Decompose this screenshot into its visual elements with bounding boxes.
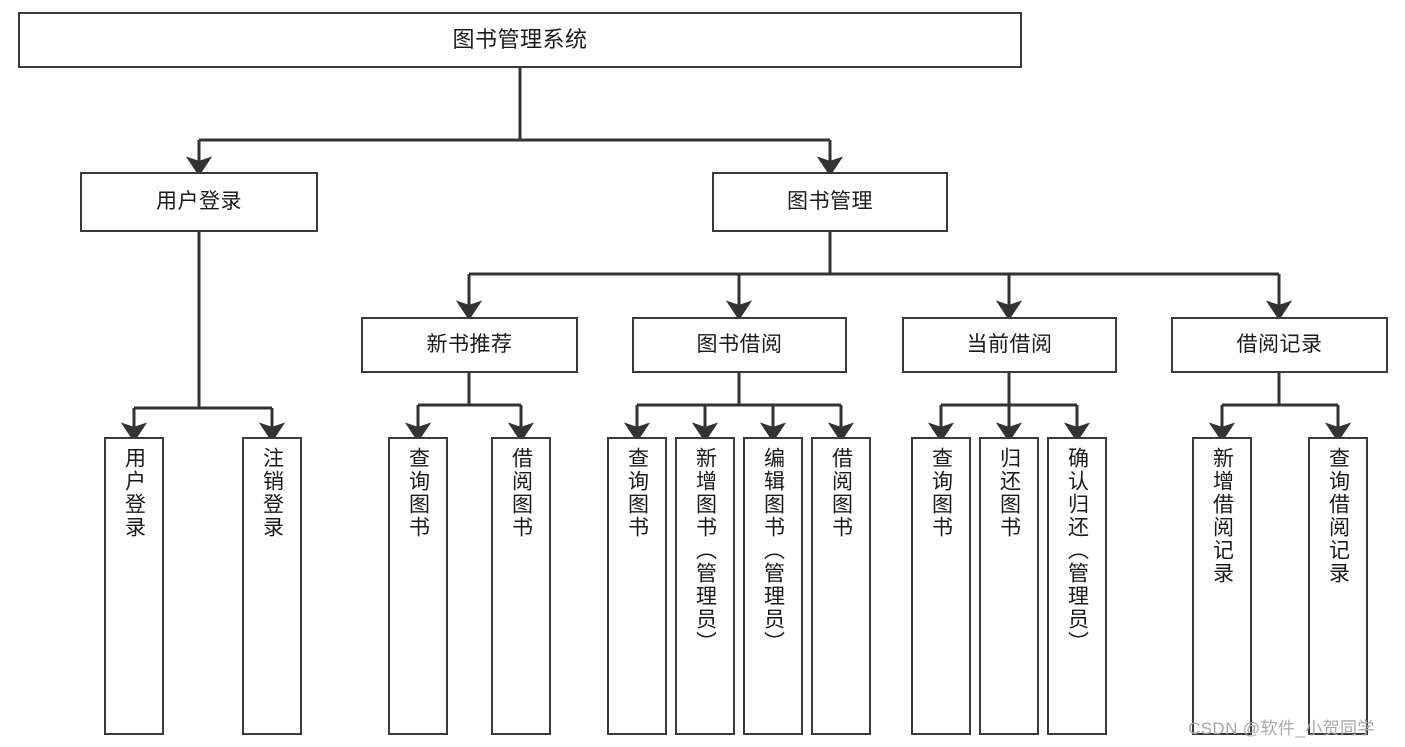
node-label: 图书管理 bbox=[787, 189, 873, 213]
node-label: 图书借阅 bbox=[696, 332, 783, 356]
leaf-query-book-borrow[interactable]: 查询图书 bbox=[607, 437, 667, 735]
node-borrowing-record[interactable]: 借阅记录 bbox=[1171, 317, 1388, 373]
node-label: 用户登录 bbox=[156, 189, 242, 213]
node-book-management[interactable]: 图书管理 bbox=[712, 172, 948, 232]
node-label: 新增借阅记录 bbox=[1210, 447, 1234, 585]
node-book-borrowing[interactable]: 图书借阅 bbox=[632, 317, 847, 373]
leaf-borrow-book[interactable]: 借阅图书 bbox=[811, 437, 871, 735]
node-label: 借阅图书 bbox=[829, 447, 853, 539]
node-label: 新书推荐 bbox=[426, 332, 513, 356]
node-label: 查询图书 bbox=[406, 447, 430, 539]
node-label: 当前借阅 bbox=[966, 332, 1053, 356]
leaf-confirm-return-admin[interactable]: 确认归还（管理员） bbox=[1047, 437, 1107, 735]
leaf-query-borrow-record[interactable]: 查询借阅记录 bbox=[1308, 437, 1368, 735]
leaf-query-book-new[interactable]: 查询图书 bbox=[388, 437, 448, 735]
node-label: 查询图书 bbox=[625, 447, 649, 539]
node-label: 确认归还（管理员） bbox=[1065, 447, 1089, 654]
node-label: 注销登录 bbox=[260, 447, 284, 539]
leaf-logout[interactable]: 注销登录 bbox=[242, 437, 302, 735]
node-label: 查询借阅记录 bbox=[1326, 447, 1350, 585]
node-label: 图书管理系统 bbox=[452, 27, 588, 53]
node-new-book-recommendation[interactable]: 新书推荐 bbox=[361, 317, 578, 373]
node-label: 借阅记录 bbox=[1236, 332, 1323, 356]
node-current-borrowing[interactable]: 当前借阅 bbox=[902, 317, 1117, 373]
node-label: 查询图书 bbox=[929, 447, 953, 539]
csdn-watermark: CSDN @软件_小贺同学 bbox=[1188, 719, 1375, 738]
node-label: 新增图书（管理员） bbox=[693, 447, 717, 654]
leaf-user-login[interactable]: 用户登录 bbox=[104, 437, 164, 735]
leaf-borrow-book-new[interactable]: 借阅图书 bbox=[491, 437, 551, 735]
leaf-add-borrow-record[interactable]: 新增借阅记录 bbox=[1192, 437, 1252, 735]
leaf-add-book-admin[interactable]: 新增图书（管理员） bbox=[675, 437, 735, 735]
leaf-return-book[interactable]: 归还图书 bbox=[979, 437, 1039, 735]
node-label: 借阅图书 bbox=[509, 447, 533, 539]
node-label: 用户登录 bbox=[122, 447, 146, 539]
leaf-query-book-current[interactable]: 查询图书 bbox=[911, 437, 971, 735]
leaf-edit-book-admin[interactable]: 编辑图书（管理员） bbox=[743, 437, 803, 735]
node-user-login[interactable]: 用户登录 bbox=[80, 172, 318, 232]
node-label: 归还图书 bbox=[997, 447, 1021, 539]
node-label: 编辑图书（管理员） bbox=[761, 447, 785, 654]
node-root-book-management-system[interactable]: 图书管理系统 bbox=[18, 12, 1022, 68]
